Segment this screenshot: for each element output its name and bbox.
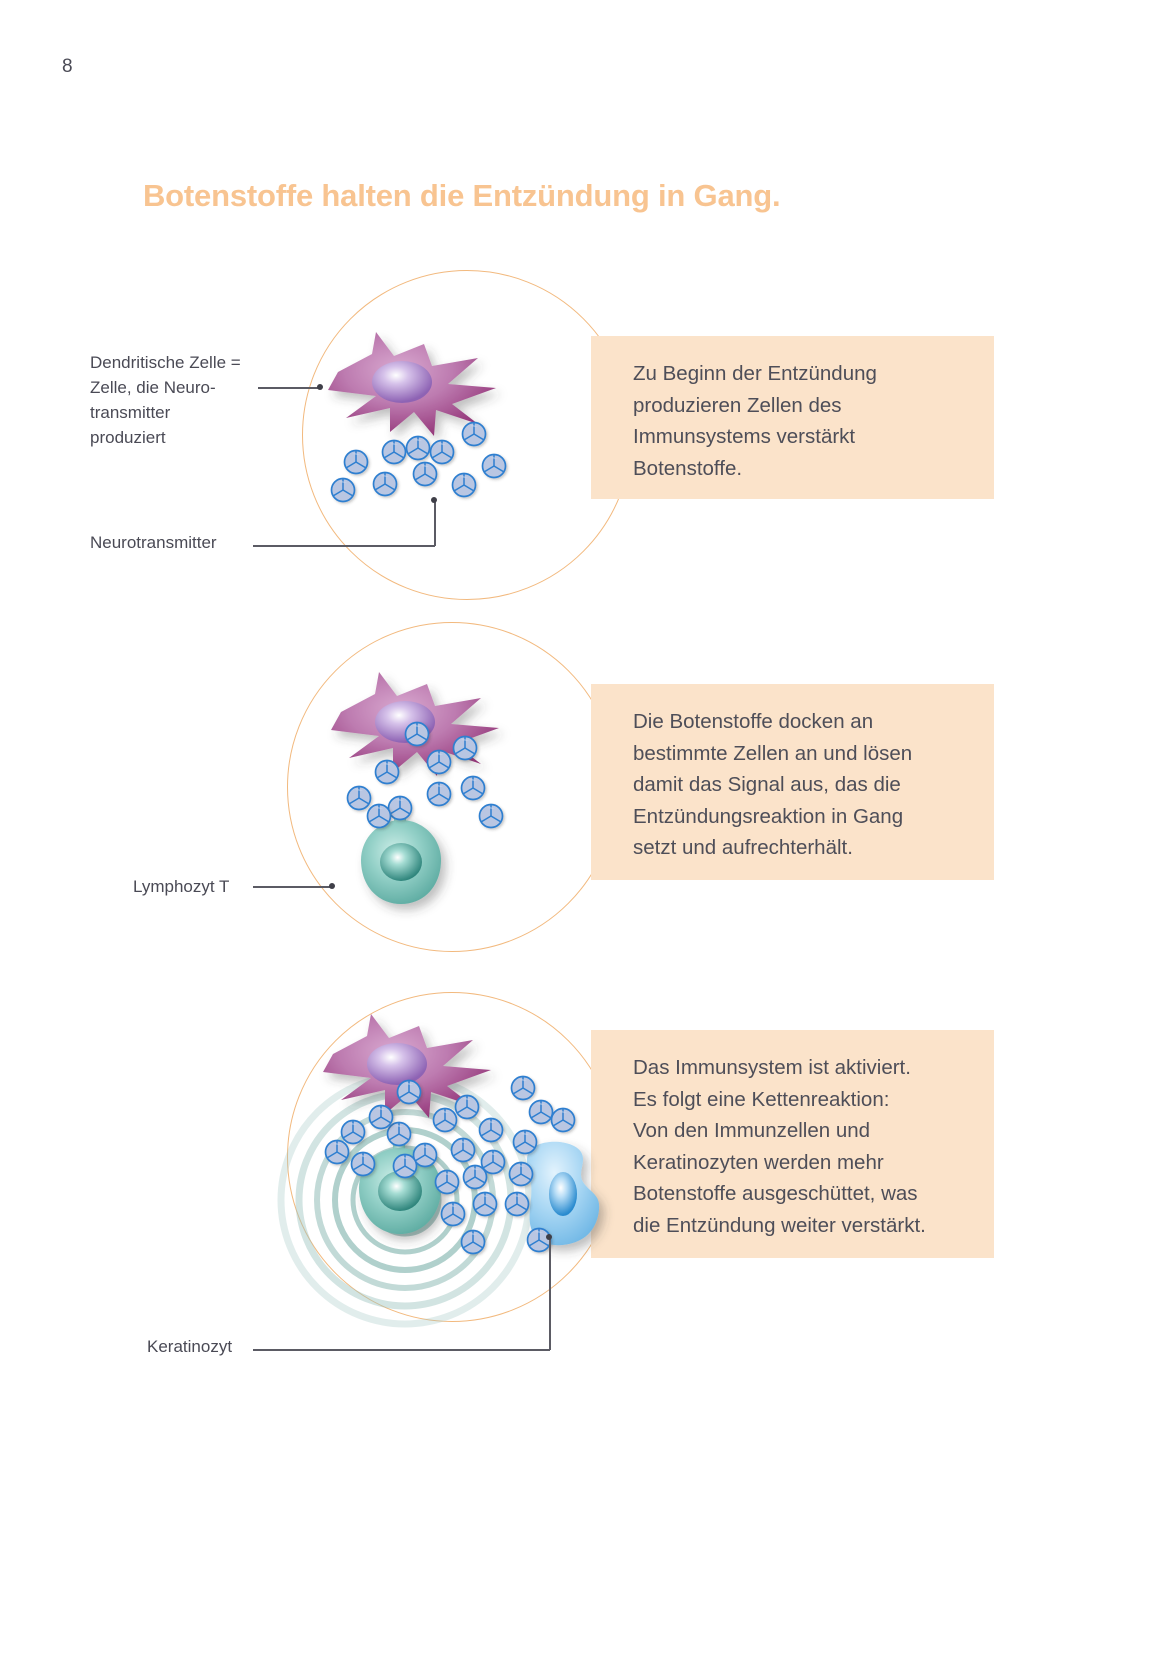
- leader-dot-neurotransmitter: [431, 497, 437, 503]
- panel-3-illustration: [277, 992, 637, 1342]
- panel-1-callout: Zu Beginn der Entzündung produzieren Zel…: [591, 336, 994, 499]
- label-lymphocyte-t: Lymphozyt T: [133, 877, 230, 896]
- leader-neurotransmitter-v: [434, 500, 436, 546]
- callout-line: Die Botenstoffe docken an: [633, 710, 874, 733]
- callout-line: Von den Immunzellen und: [633, 1119, 871, 1142]
- callout-line: produzieren Zellen des: [633, 393, 842, 417]
- panel-2-circle: [287, 622, 617, 952]
- leader-keratinocyte-h: [253, 1349, 550, 1351]
- panel-2-callout: Die Botenstoffe docken an bestimmte Zell…: [591, 684, 994, 880]
- keratinocyte-icon: [526, 1141, 600, 1246]
- label-keratinocyte: Keratinozyt: [147, 1337, 233, 1356]
- panel-2-illustration: [287, 622, 627, 962]
- callout-line: Botenstoffe ausgeschüttet, was: [633, 1182, 918, 1205]
- panel-2: Die Botenstoffe docken an bestimmte Zell…: [133, 622, 994, 962]
- leader-dot-lymphocyte-t: [329, 883, 335, 889]
- callout-line: Es folgt eine Kettenreaktion:: [633, 1087, 890, 1111]
- callout-line: Das Immunsystem ist aktiviert.: [633, 1056, 911, 1079]
- label-neurotransmitter: Neurotransmitter: [90, 533, 217, 552]
- callout-line: Botenstoffe.: [633, 456, 743, 480]
- callout-line: damit das Signal aus, das die: [633, 773, 901, 796]
- callout-line: die Entzündung weiter verstärkt.: [633, 1213, 926, 1237]
- leader-dendritic-cell: [258, 387, 320, 389]
- callout-line: setzt und aufrechterhält.: [633, 836, 853, 859]
- page-title: Botenstoffe halten die Entzündung in Gan…: [143, 178, 781, 213]
- leader-neurotransmitter-h: [253, 545, 435, 547]
- panel-3-callout: Das Immunsystem ist aktiviert. Es folgt …: [591, 1030, 994, 1258]
- leader-dot-keratinocyte: [546, 1234, 552, 1240]
- callout-line: Immunsystems verstärkt: [633, 425, 856, 448]
- label-dendritic-cell: Dendritische Zelle = Zelle, die Neuro- t…: [90, 353, 241, 447]
- receptor-bound-neurotransmitter-icon: [386, 1121, 412, 1147]
- leader-lymphocyte-t: [253, 886, 331, 888]
- callout-line: bestimmte Zellen an und lösen: [633, 741, 913, 765]
- panel-3: Das Immunsystem ist aktiviert. Es folgt …: [147, 992, 994, 1356]
- leader-dot-dendritic-cell: [317, 384, 323, 390]
- leader-keratinocyte-v: [549, 1237, 551, 1350]
- callout-line: Keratinozyten werden mehr: [633, 1150, 884, 1174]
- t-lymphocyte-icon: [361, 812, 441, 904]
- callout-line: Zu Beginn der Entzündung: [633, 362, 877, 385]
- panel-1: Zu Beginn der Entzündung produzieren Zel…: [0, 0, 1165, 640]
- page-number: 8: [62, 56, 73, 77]
- callout-line: Entzündungsreaktion in Gang: [633, 804, 904, 828]
